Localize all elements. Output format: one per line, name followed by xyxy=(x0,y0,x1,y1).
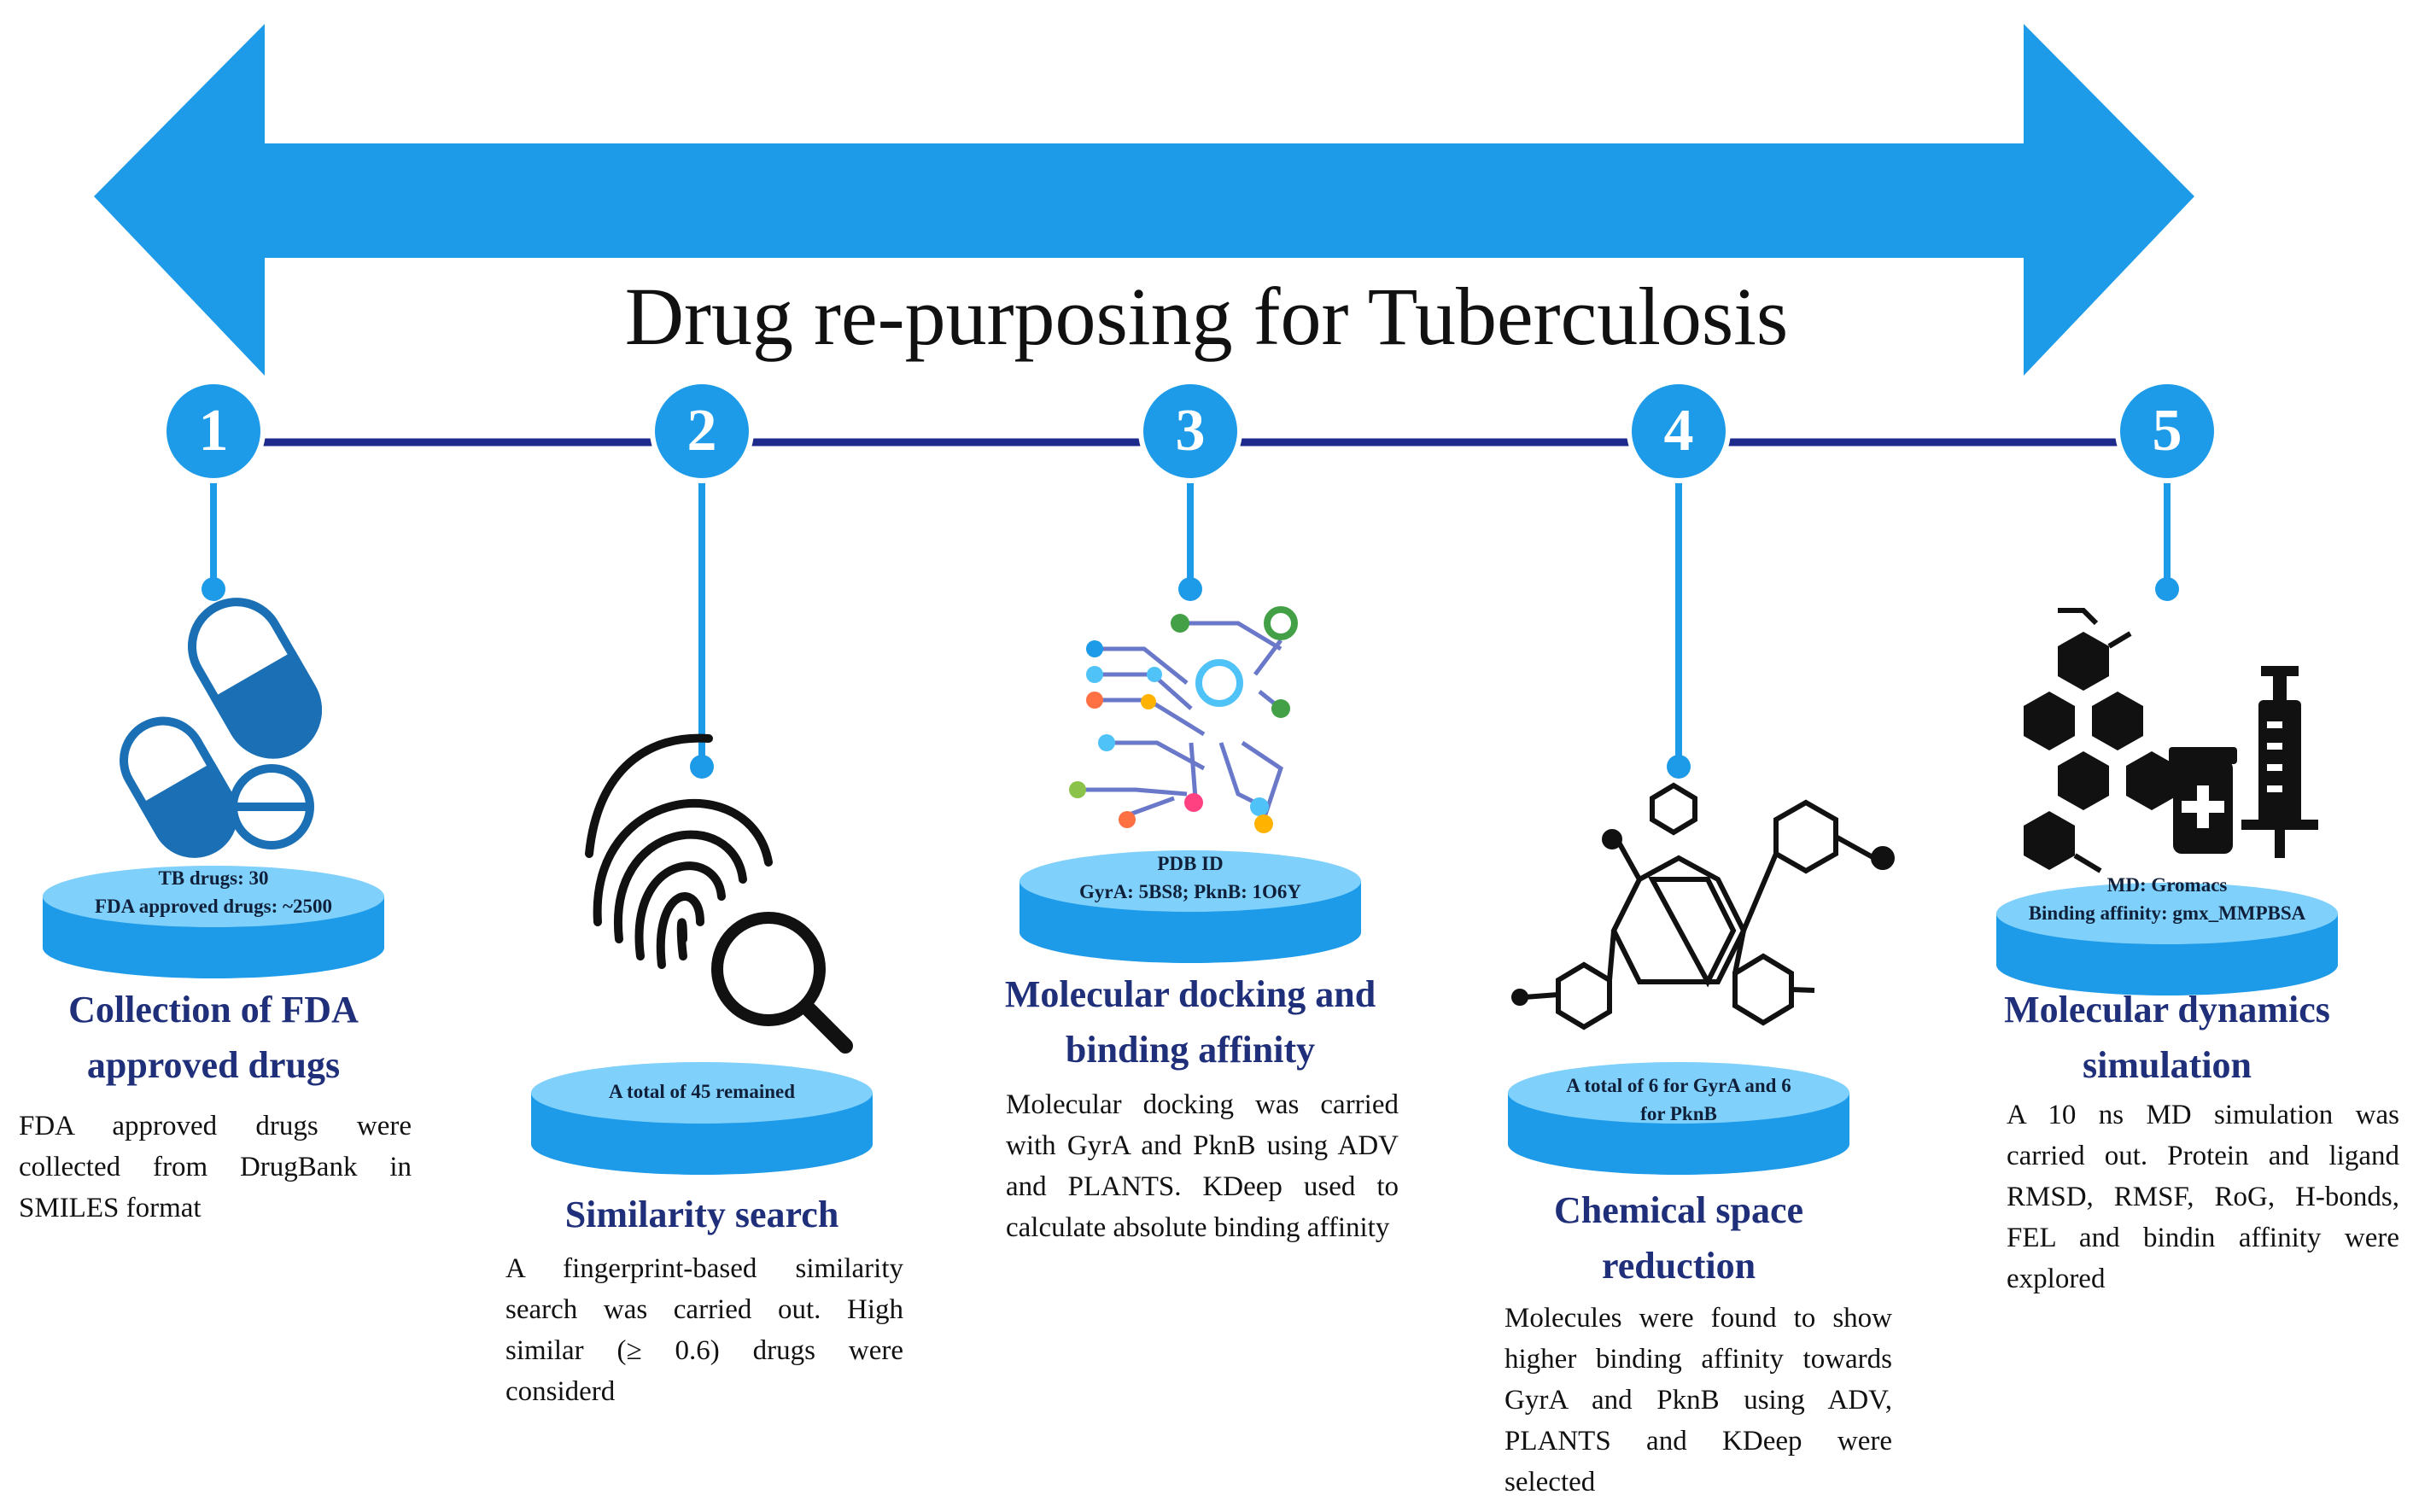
step-title-line: approved drugs xyxy=(86,1044,341,1086)
step-number-3: 3 xyxy=(1175,398,1206,464)
step-title-line: Molecular docking and xyxy=(1004,973,1376,1015)
disc-line: PDB ID xyxy=(1157,853,1224,874)
step-description-3: Molecular docking was carried with GyrA … xyxy=(1006,1089,1399,1243)
disc-line: A total of 45 remained xyxy=(608,1081,796,1102)
disc-label-3: PDB ID GyrA: 5BS8; PknB: 1O6Y xyxy=(1037,849,1344,906)
step-title-4: Chemical space reduction xyxy=(1482,1182,1875,1293)
step-title-line: simulation xyxy=(2082,1044,2252,1086)
step-connectors xyxy=(202,478,2179,779)
step-title-3: Molecular docking and binding affinity xyxy=(968,966,1412,1077)
diagram-title: Drug re-purposing for Tuberculosis xyxy=(624,271,1789,362)
step-title-1: Collection of FDA approved drugs xyxy=(17,982,410,1093)
step-description-2: A fingerprint-based similarity search wa… xyxy=(505,1253,903,1407)
step-number-4: 4 xyxy=(1663,398,1694,464)
disc-2 xyxy=(531,1062,873,1175)
step-circle-3 xyxy=(1138,379,1242,483)
disc-label-4: A total of 6 for GyrA and 6 for PknB xyxy=(1525,1071,1832,1128)
disc-line: FDA approved drugs: ~2500 xyxy=(95,896,332,917)
step-circle-5 xyxy=(2115,379,2219,483)
disc-line: A total of 6 for GyrA and 6 xyxy=(1566,1075,1791,1096)
disc-label-1: TB drugs: 30 FDA approved drugs: ~2500 xyxy=(60,864,367,920)
disc-4 xyxy=(1508,1062,1849,1175)
step-number-1: 1 xyxy=(198,398,229,464)
step-description-4: Molecules were found to show higher bind… xyxy=(1504,1303,1892,1497)
disc-label-5: MD: Gromacs Binding affinity: gmx_MMPBSA xyxy=(1996,871,2338,927)
disc-3 xyxy=(1020,850,1361,963)
step-number-2: 2 xyxy=(687,398,717,464)
step-title-line: reduction xyxy=(1601,1245,1756,1287)
disc-label-2: A total of 45 remained xyxy=(548,1077,856,1106)
molecule-vial-syringe-icon xyxy=(2024,608,2318,873)
step-description-1: FDA approved drugs were collected from D… xyxy=(19,1111,412,1223)
capsule-pills-icon xyxy=(120,598,322,858)
step-circle-1 xyxy=(161,379,266,483)
step-description-5: A 10 ns MD simulation was carried out. P… xyxy=(2007,1100,2399,1294)
disc-5 xyxy=(1996,883,2338,995)
step-title-line: Similarity search xyxy=(564,1194,839,1235)
circuit-nodes xyxy=(1069,606,1298,833)
step-circle-4 xyxy=(1627,379,1731,483)
step-title-line: Molecular dynamics xyxy=(2004,989,2330,1030)
disc-line: TB drugs: 30 xyxy=(158,867,269,889)
step-circle-2 xyxy=(650,379,754,483)
disc-1 xyxy=(43,866,384,978)
chemical-structure-icon xyxy=(1511,782,1895,1030)
step-title-5: Molecular dynamics simulation xyxy=(1945,982,2389,1093)
disc-line: Binding affinity: gmx_MMPBSA xyxy=(2028,902,2306,924)
step-title-2: Similarity search xyxy=(505,1187,898,1242)
disc-line: for PknB xyxy=(1640,1103,1717,1124)
step-title-line: Collection of FDA xyxy=(68,989,359,1030)
step-title-line: binding affinity xyxy=(1065,1029,1316,1071)
disc-line: GyrA: 5BS8; PknB: 1O6Y xyxy=(1078,881,1302,902)
step-title-line: Chemical space xyxy=(1553,1189,1804,1231)
double-arrow xyxy=(94,24,2194,376)
fingerprint-search-icon xyxy=(585,733,853,1054)
circuit-network-icon xyxy=(1084,621,1283,820)
step-number-5: 5 xyxy=(2152,398,2182,464)
disc-line: MD: Gromacs xyxy=(2106,874,2228,896)
